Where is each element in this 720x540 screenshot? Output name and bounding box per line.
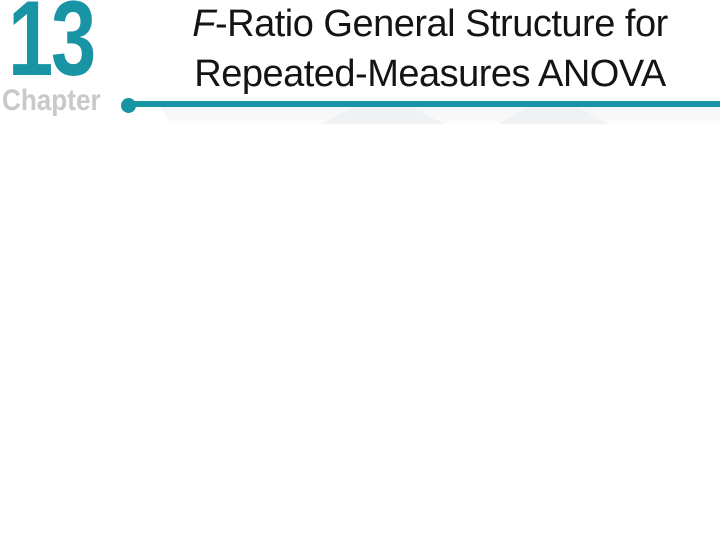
chapter-number: 13 — [8, 0, 96, 98]
slide-title-line1-rest: -Ratio General Structure for — [214, 3, 668, 45]
slide-title: F-Ratio General Structure for Repeated-M… — [140, 0, 720, 99]
chapter-badge: 13 Chapter — [0, 0, 130, 130]
watermark-shape-left — [320, 107, 445, 124]
watermark-shape-right — [498, 107, 608, 124]
chapter-label: Chapter — [2, 84, 101, 117]
slide-title-line1: F-Ratio General Structure for — [140, 0, 720, 49]
divider-rule — [131, 101, 720, 107]
slide-title-italic-f: F — [192, 3, 215, 45]
slide-title-line2: Repeated-Measures ANOVA — [194, 53, 666, 95]
